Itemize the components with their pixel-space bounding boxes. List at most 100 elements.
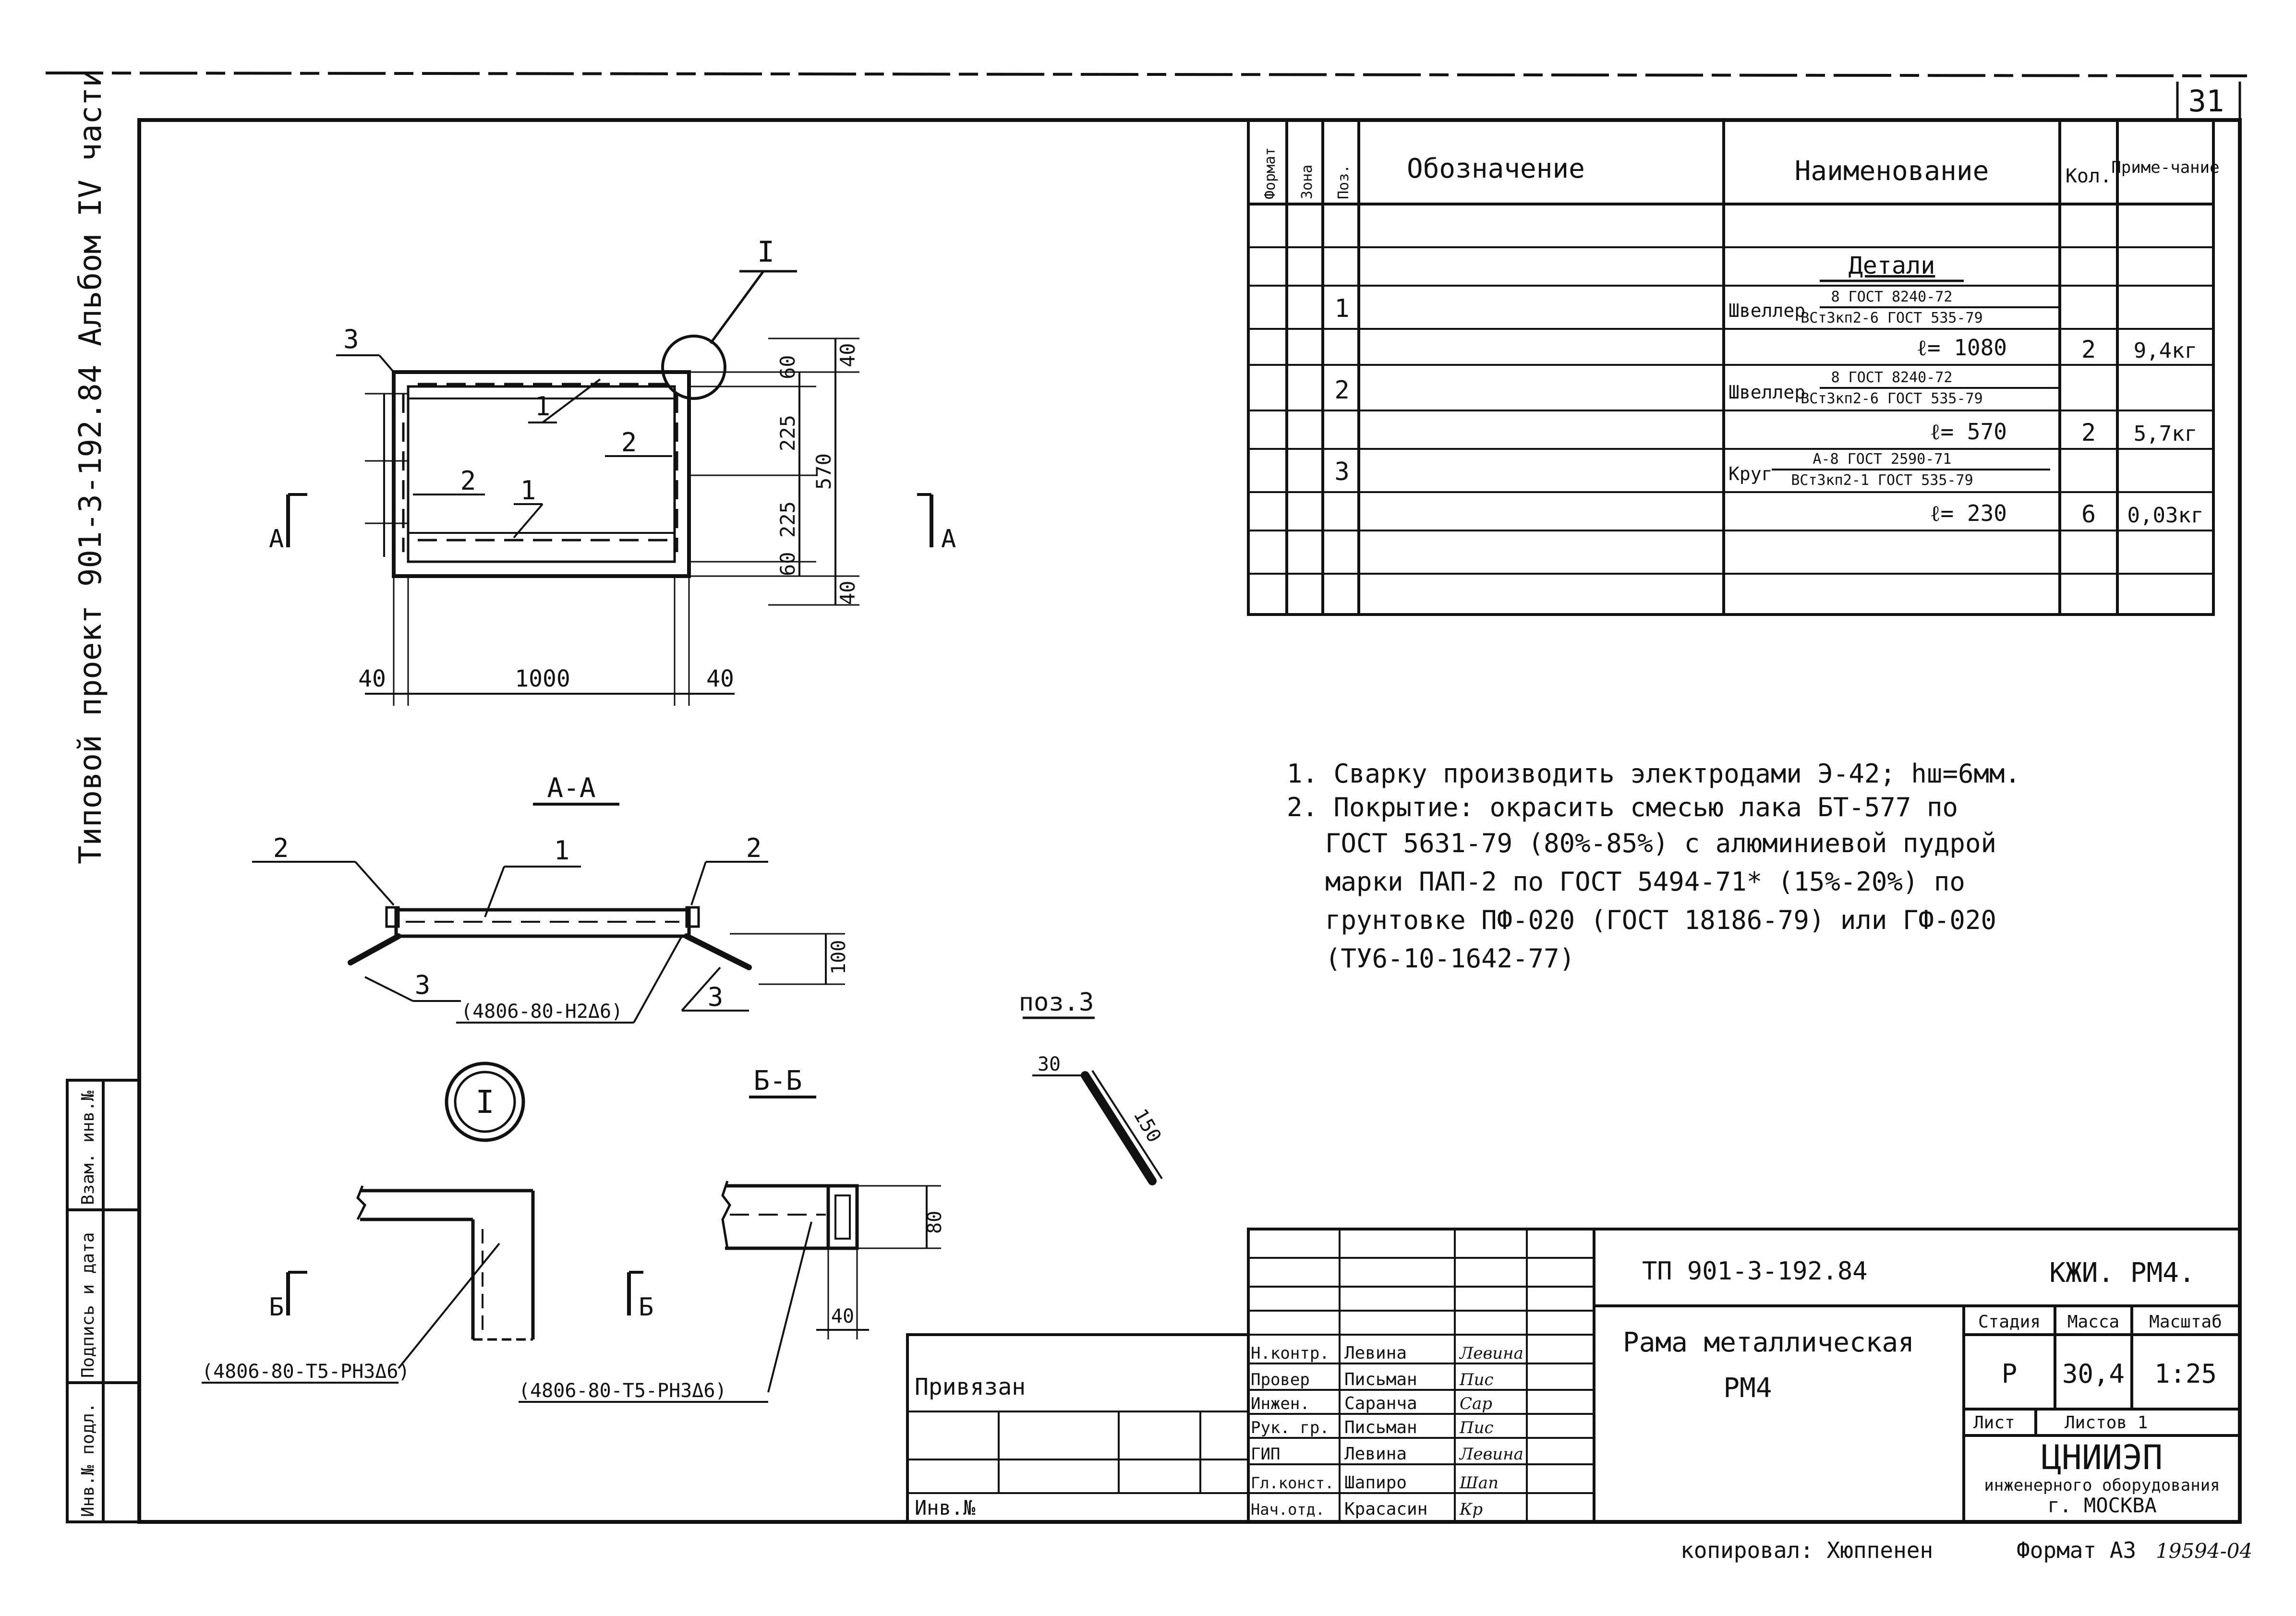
plan-callout-node: I <box>757 235 774 269</box>
section-aa-label-3-left: 3 <box>415 970 431 1000</box>
signer-name-4: Письман <box>1344 1418 1417 1437</box>
side-stamp-inv: Инв.№ подл. <box>78 1403 98 1517</box>
title-stadiya-label: Стадия <box>1978 1312 2041 1332</box>
pos3-drawing <box>1032 1070 1163 1185</box>
signer-name-7: Красасин <box>1344 1499 1427 1519</box>
section-aa-drawing <box>252 861 845 1024</box>
notes-block: 1. Сварку производить электродами Э-42; … <box>1287 759 2020 974</box>
section-aa-dim-100: 100 <box>828 940 850 975</box>
spec-row-2-gost-top: 8 ГОСТ 8240-72 <box>1831 369 1953 386</box>
side-stamp-vzam: Взам. инв.№ <box>78 1090 98 1205</box>
spec-row-2-note: 5,7кг <box>2134 422 2197 446</box>
note-line-6: (ТУ6-10-1642-77) <box>1325 943 1575 974</box>
spec-row-2-poz: 2 <box>1334 376 1349 405</box>
title-block <box>906 1228 2241 1523</box>
plan-dim-v-40-bottom: 40 <box>836 580 859 605</box>
title-org-line1: ЦНИИЭП <box>2042 1438 2163 1477</box>
note-line-1: 1. Сварку производить электродами Э-42; … <box>1287 759 2020 789</box>
sheet-number: 31 <box>2188 84 2224 119</box>
title-name-line2: РМ4 <box>1723 1373 1772 1404</box>
plan-dim-v-40-top: 40 <box>836 343 859 367</box>
plan-label-1-bottom: 1 <box>520 475 536 506</box>
signer-name-3: Саранча <box>1344 1394 1417 1413</box>
spec-row-3-length: ℓ= 230 <box>1930 500 2007 526</box>
section-bb-weld-note-2: (4806-80-Т5-РН3Δ6) <box>519 1380 726 1402</box>
plan-label-3: 3 <box>343 324 359 354</box>
signer-role-7: Нач.отд. <box>1251 1500 1325 1519</box>
spec-header-naimenovanie: Наименование <box>1795 156 1989 187</box>
signer-sig-3: Сар <box>1460 1394 1492 1413</box>
spec-row-3-poz: 3 <box>1334 458 1349 486</box>
spec-table <box>1247 119 2215 616</box>
side-stamp <box>66 1079 141 1523</box>
signer-role-2: Провер <box>1251 1370 1310 1389</box>
note-line-3: ГОСТ 5631-79 (80%-85%) с алюминиевой пуд… <box>1325 828 1996 858</box>
spec-row-3-gost-top: А-8 ГОСТ 2590-71 <box>1813 451 1952 468</box>
signer-sig-4: Пис <box>1459 1418 1494 1437</box>
spec-header-kol: Кол. <box>2066 165 2112 187</box>
title-doc-code: ТП 901-3-192.84 <box>1642 1257 1868 1286</box>
spec-header-zona: Зона <box>1299 165 1316 199</box>
title-org-line3: г. МОСКВА <box>2047 1494 2157 1517</box>
section-bb-mark-right: Б <box>639 1293 653 1322</box>
signer-sig-2: Пис <box>1459 1370 1494 1389</box>
footer-archive: 19594-04 <box>2156 1539 2252 1563</box>
title-org-line2: инженерного оборудования <box>1984 1476 2220 1495</box>
plan-label-2-left: 2 <box>460 466 476 496</box>
spec-row-1-poz: 1 <box>1334 294 1349 323</box>
spec-row-1-gost-bottom: ВСт3кп2-6 ГОСТ 535-79 <box>1801 310 1982 326</box>
signer-sig-6: Шап <box>1459 1473 1498 1493</box>
spec-section-title: Детали <box>1849 252 1935 279</box>
spec-row-2-name: Швеллер <box>1728 382 1805 403</box>
signer-role-1: Н.контр. <box>1251 1344 1329 1363</box>
section-bb-drawing <box>286 1181 941 1393</box>
note-line-5: грунтовке ПФ-020 (ГОСТ 18186-79) или ГФ-… <box>1325 905 1996 935</box>
section-aa-label-3-right: 3 <box>708 982 724 1012</box>
signer-role-6: Гл.конст. <box>1251 1474 1334 1492</box>
section-aa-weld-note: (4806-80-Н2Δ6) <box>461 1001 623 1023</box>
spec-row-2-length: ℓ= 570 <box>1930 419 2007 445</box>
title-name-line1: Рама металлическая <box>1623 1327 1914 1358</box>
signer-role-4: Рук. гр. <box>1251 1418 1329 1437</box>
section-aa-label-2-right: 2 <box>746 833 762 863</box>
spec-row-3-qty: 6 <box>2081 500 2096 528</box>
plan-dim-total: 570 <box>812 453 835 490</box>
pos3-dim-150: 150 <box>1129 1105 1165 1146</box>
signer-sig-7: Кр <box>1459 1500 1483 1519</box>
title-masshtab-label: Масштаб <box>2149 1312 2222 1332</box>
plan-dim-v-60-top: 60 <box>776 355 799 379</box>
note-line-4: марки ПАП-2 по ГОСТ 5494-71* (15%-20%) п… <box>1325 867 1965 897</box>
pos3-dim-30: 30 <box>1038 1053 1061 1075</box>
node-I-callout-circle <box>661 335 726 400</box>
spec-header-poz: Поз. <box>1335 165 1352 199</box>
signer-name-5: Левина <box>1344 1444 1407 1464</box>
plan-dim-right: 40 <box>706 665 734 692</box>
spec-row-1-note: 9,4кг <box>2134 338 2197 363</box>
signers: Н.контр. Левина Левина Провер Письман Пи… <box>1251 1343 1523 1519</box>
signer-name-6: Шапиро <box>1344 1473 1407 1493</box>
plan-section-mark-right: А <box>941 525 956 554</box>
plan-section-mark-left: А <box>269 525 284 554</box>
section-bb-mark-left: Б <box>269 1293 284 1322</box>
spec-row-2-qty: 2 <box>2081 419 2096 446</box>
title-stadiya: Р <box>2002 1359 2018 1389</box>
plan-view <box>286 270 933 706</box>
section-aa-title: А-А <box>547 772 595 804</box>
signer-name-2: Письман <box>1344 1370 1417 1389</box>
title-masshtab: 1:25 <box>2154 1359 2217 1389</box>
spec-row-1-gost-top: 8 ГОСТ 8240-72 <box>1831 289 1953 305</box>
pos3-title: поз.3 <box>1019 988 1094 1017</box>
node-I-symbol <box>445 1061 525 1142</box>
left-margin-text: Типовой проект 901-3-192.84 Альбом IV ча… <box>73 69 109 864</box>
note-line-2: 2. Покрытие: окрасить смесью лака БТ-577… <box>1287 792 1958 822</box>
title-list-label: Лист <box>1973 1413 2015 1433</box>
spec-header-primechanie: Приме-чание <box>2111 158 2219 177</box>
title-massa-label: Масса <box>2067 1312 2119 1332</box>
signer-role-3: Инжен. <box>1251 1394 1310 1413</box>
section-bb-dim-80: 80 <box>924 1211 946 1234</box>
section-bb-dim-40: 40 <box>831 1305 854 1327</box>
footer-format: Формат А3 <box>2017 1537 2136 1563</box>
spec-row-3-note: 0,03кг <box>2127 503 2204 528</box>
spec-row-1-qty: 2 <box>2081 336 2096 363</box>
